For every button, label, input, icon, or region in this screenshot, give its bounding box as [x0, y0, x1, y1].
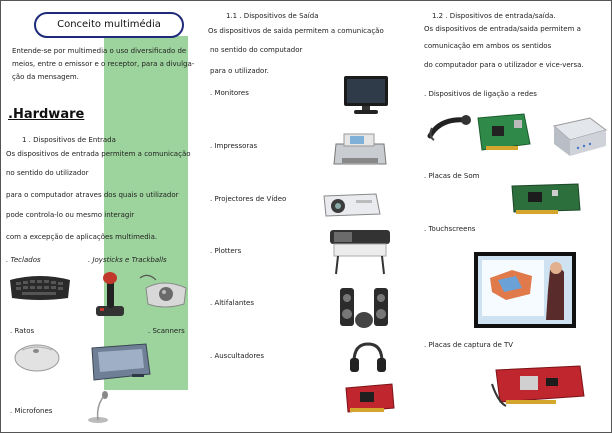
- trackball-icon: [138, 272, 190, 312]
- io-text-1: Os dispositivos de entrada/saida permite…: [424, 25, 581, 33]
- monitor-icon: [342, 74, 390, 116]
- label-plotters: . Plotters: [210, 247, 242, 255]
- microphone-icon: [78, 390, 118, 424]
- input-text-2: no sentido do utilizador: [6, 169, 89, 177]
- title-pill: Conceito multimédia: [34, 12, 184, 38]
- label-microfones: . Microfones: [10, 407, 53, 415]
- router-icon: [550, 116, 608, 160]
- section-input-heading: 1 . Dispositivos de Entrada: [22, 136, 116, 144]
- label-impressoras: . Impressoras: [210, 142, 258, 150]
- intro-line-2: meios, entre o emissor e o receptor, par…: [12, 60, 195, 68]
- label-tv: . Placas de captura de TV: [424, 341, 514, 349]
- input-text-4: pode controla-lo ou mesmo interagir: [6, 211, 135, 219]
- label-redes: . Dispositivos de ligação a redes: [424, 90, 537, 98]
- input-text-5: com a excepção de aplicações multimedia.: [6, 233, 158, 241]
- output-text-3: para o utilizador.: [210, 67, 269, 75]
- intro-line-1: Entende-se por multimedia o uso diversif…: [12, 47, 187, 55]
- input-text-1: Os dispositivos de entrada permitem a co…: [6, 150, 191, 158]
- io-text-3: do computador para o utilizador e vice-v…: [424, 61, 584, 69]
- headset-icon: [426, 110, 472, 144]
- label-joysticks: . Joysticks e Trackballs: [88, 256, 167, 264]
- input-text-3: para o computador atraves dos quais o ut…: [6, 191, 179, 199]
- label-monitores: . Monitores: [210, 89, 249, 97]
- label-altifalantes: . Altifalantes: [210, 299, 254, 307]
- label-touchscreens: . Touchscreens: [424, 225, 476, 233]
- scanner-icon: [88, 340, 152, 384]
- label-auscultadores: . Auscultadores: [210, 352, 264, 360]
- touchscreen-icon: [472, 250, 578, 330]
- output-heading: 1.1 . Dispositivos de Saída: [226, 12, 319, 20]
- mouse-icon: [12, 340, 62, 374]
- speakers-icon: [338, 286, 390, 330]
- printer-icon: [330, 130, 390, 170]
- projector-icon: [320, 186, 382, 220]
- tv-card-icon: [490, 362, 588, 410]
- intro-line-3: ção da mensagem.: [12, 73, 79, 81]
- output-text-1: Os dispositivos de saida permitem a comu…: [208, 27, 384, 35]
- headphones-icon: [348, 340, 388, 376]
- io-heading: 1.2 . Dispositivos de entrada/saída.: [432, 12, 556, 20]
- label-projectores: . Projectores de Vídeo: [210, 195, 287, 203]
- keyboard-icon: [8, 270, 72, 304]
- label-scanners: . Scanners: [148, 327, 185, 335]
- plotter-icon: [326, 224, 394, 276]
- network-card-icon: [474, 112, 534, 156]
- green-band: [104, 36, 188, 390]
- label-som: . Placas de Som: [424, 172, 480, 180]
- io-text-2: comunicação em ambos os sentidos: [424, 42, 552, 50]
- label-teclados: . Teclados: [6, 256, 41, 264]
- output-text-2: no sentido do computador: [210, 46, 303, 54]
- graphics-card-icon: [342, 380, 398, 416]
- hardware-heading: .Hardware: [8, 107, 85, 122]
- label-ratos: . Ratos: [10, 327, 35, 335]
- joystick-icon: [92, 268, 128, 318]
- sound-card-icon: [508, 180, 584, 218]
